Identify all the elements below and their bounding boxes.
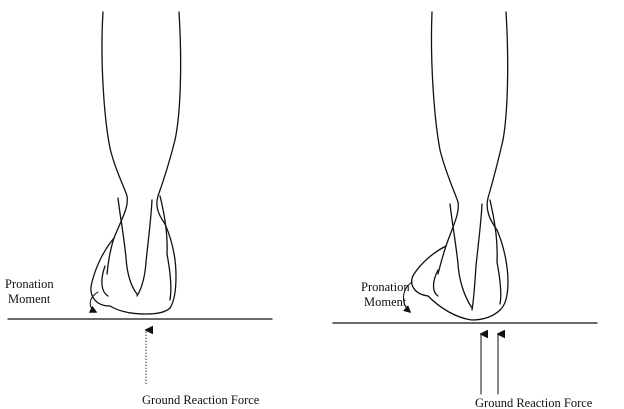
right-leg-outline bbox=[412, 12, 508, 320]
left-ground-reaction-force-label: Ground Reaction Force bbox=[142, 393, 260, 407]
right-ground-reaction-force-label: Ground Reaction Force bbox=[475, 396, 593, 409]
left-panel: Pronation Moment Ground Reaction Force bbox=[5, 12, 272, 407]
right-pronation-label-line2: Moment bbox=[364, 295, 407, 309]
left-pronation-label-line1: Pronation bbox=[5, 277, 54, 291]
right-panel: Pronation Moment Ground Reaction Force bbox=[333, 12, 597, 409]
left-pronation-label-line2: Moment bbox=[8, 292, 51, 306]
left-leg-outline bbox=[91, 12, 181, 314]
right-pronation-label-line1: Pronation bbox=[361, 280, 410, 294]
